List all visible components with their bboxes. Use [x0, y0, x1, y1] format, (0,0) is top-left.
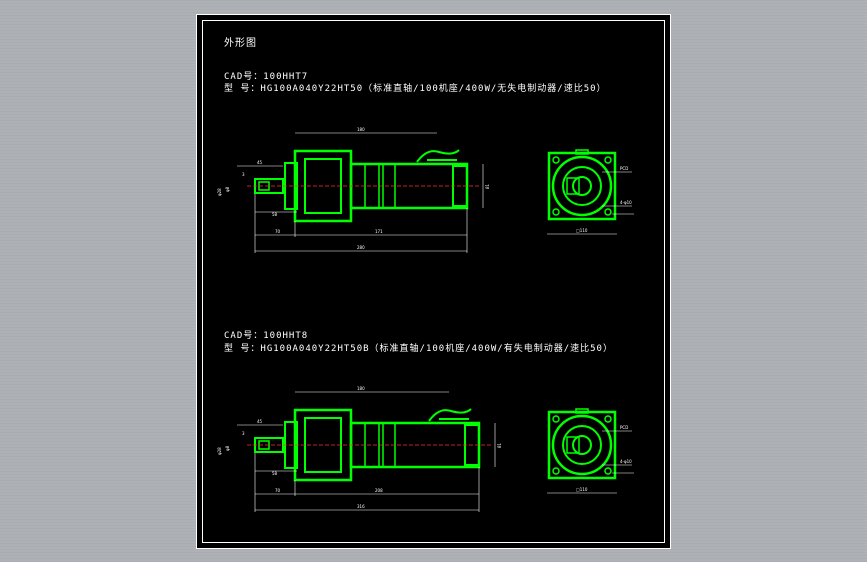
dim-overall-text: 316 [357, 504, 365, 509]
dim-bottom-b-text: 208 [375, 488, 383, 493]
dim-bottom-a-text: 70 [275, 488, 281, 493]
front-bolt-hole-2 [604, 415, 612, 423]
dim-right-text: 81 [497, 442, 502, 448]
front-leader-2-text: 4-φ10 [620, 459, 632, 464]
front-mid-circle [562, 166, 602, 206]
dim-dia-text: φ28 [217, 447, 222, 455]
front-bolt-hole-3 [552, 467, 560, 475]
front-leader-1-text: PCD [620, 166, 628, 171]
front-shaft-circle [572, 435, 592, 455]
model-number-2: 型 号：HG100A040Y22HT50B（标准直轴/100机座/400W/有失… [224, 344, 613, 354]
front-dim-bottom-text: □110 [576, 228, 588, 233]
front-dim-bottom-text: □110 [576, 487, 588, 492]
front-bolt-hole-3 [552, 208, 560, 216]
dim-left2-text: 3 [242, 172, 245, 177]
front-key-rect [566, 436, 580, 454]
front-shaft-circle [572, 176, 592, 196]
dim-left-text: 45 [257, 419, 263, 424]
dim-right-text: 81 [485, 183, 490, 189]
front-mid-circle [562, 425, 602, 465]
front-key-rect [566, 177, 580, 195]
motor-ring-2 [382, 422, 396, 468]
front-bolt-hole-4 [604, 467, 612, 475]
dim-left-seg-text: 58 [272, 212, 278, 217]
dim-left2-text: 3 [242, 431, 245, 436]
front-leader-2-text: 4-φ10 [620, 200, 632, 205]
dim-top-text: 180 [357, 127, 365, 132]
dim-left-text: 45 [257, 160, 263, 165]
cable-connector [428, 408, 472, 422]
front-bolt-hole-2 [604, 156, 612, 164]
front-flange-square [547, 151, 617, 221]
front-bolt-hole-1 [552, 156, 560, 164]
front-bolt-hole-1 [552, 415, 560, 423]
model-number-1: 型 号：HG100A040Y22HT50（标准直轴/100机座/400W/无失电… [224, 84, 607, 94]
drawing-border [202, 20, 665, 543]
cad-number-1: CAD号：100HHT7 [224, 72, 309, 82]
dim-bottom-a-text: 70 [275, 229, 281, 234]
dim-overall-text: 280 [357, 245, 365, 250]
dim-top-text: 180 [357, 386, 365, 391]
drawing-title: 外形图 [224, 38, 257, 49]
front-connector [575, 149, 589, 155]
front-connector [575, 408, 589, 414]
cable-connector [416, 149, 460, 163]
dim-bottom-b-text: 171 [375, 229, 383, 234]
drawing-sheet: 外形图 CAD号：100HHT7 型 号：HG100A040Y22HT50（标准… [196, 14, 671, 549]
dim-dia-text: φ28 [217, 188, 222, 196]
cad-number-2: CAD号：100HHT8 [224, 331, 309, 341]
dim-shaft-text: φ8 [225, 445, 230, 451]
front-leader-1-text: PCD [620, 425, 628, 430]
front-outer-circle [551, 414, 613, 476]
dim-shaft-text: φ8 [225, 186, 230, 192]
front-outer-circle [551, 155, 613, 217]
front-bolt-hole-4 [604, 208, 612, 216]
front-flange-square [547, 410, 617, 480]
dim-left-seg-text: 58 [272, 471, 278, 476]
